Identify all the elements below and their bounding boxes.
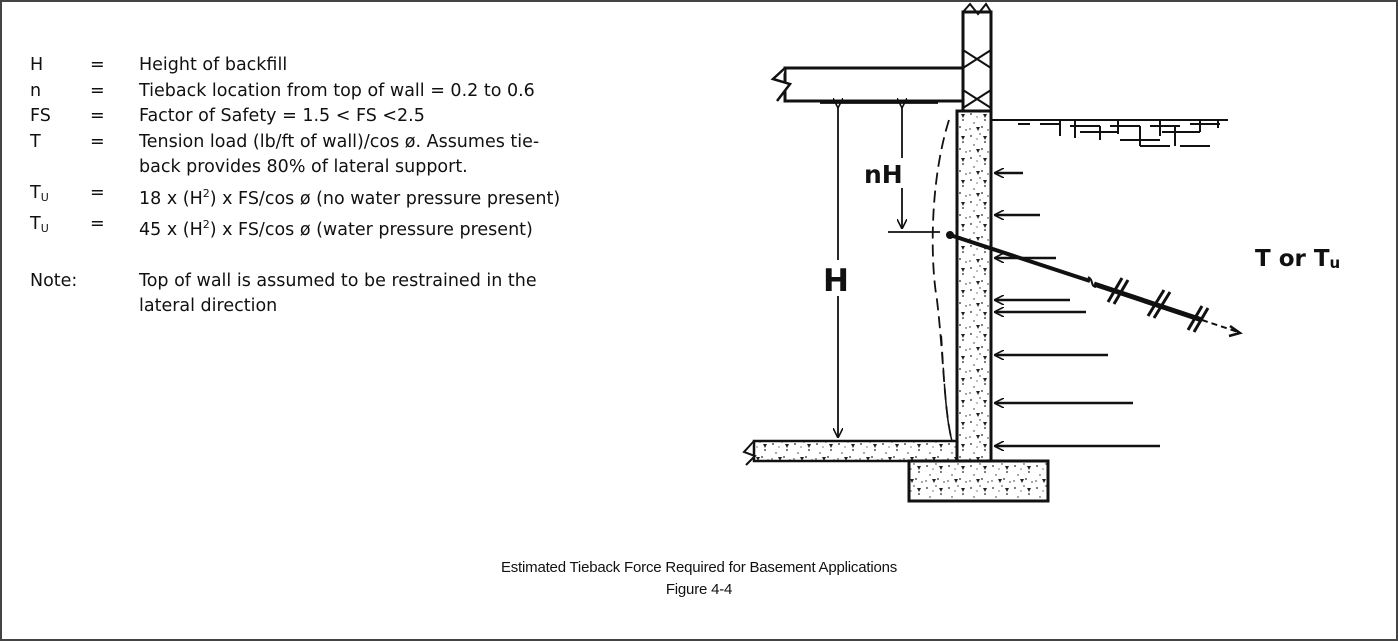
legend-description: Factor of Safety = 1.5 < FS <2.5 (139, 106, 425, 126)
legend-row-fs: FS = Factor of Safety = 1.5 < FS <2.5 (30, 104, 560, 130)
basement-slab (742, 439, 959, 466)
tieback-rod (946, 231, 1243, 338)
symbol-base: T (30, 182, 41, 203)
legend-row-tu-wet: TU = 45 x (H2) x FS/cos ø (water pressur… (30, 212, 560, 244)
formula-part-b: ) x FS/cos ø (water pressure present) (209, 220, 533, 240)
nh-label-background (860, 158, 922, 188)
tension-label-text: T or T (1255, 246, 1330, 272)
legend-equals: = (90, 80, 105, 101)
note-line1: Top of wall is assumed to be restrained … (139, 270, 537, 291)
formula-part-b: ) x FS/cos ø (no water pressure present) (209, 188, 561, 209)
legend-symbol: n (30, 80, 42, 101)
legend-row-tu-dry: TU = 18 x (H2) x FS/cos ø (no water pres… (30, 181, 560, 213)
footing (907, 459, 1050, 503)
pressure-arrows (995, 173, 1160, 446)
deflected-shape (931, 119, 953, 442)
legend-description-line2: back provides 80% of lateral support. (139, 157, 468, 177)
legend-note: Note: Top of wall is assumed to be restr… (30, 269, 560, 320)
legend-row-h: H = Height of backfill (30, 53, 560, 79)
legend-equals: = (90, 131, 105, 152)
symbol-subscript: U (40, 190, 49, 204)
legend-symbol: TU (30, 181, 90, 213)
legend-description: Tieback location from top of wall = 0.2 … (139, 80, 535, 101)
legend-row-n: n = Tieback location from top of wall = … (30, 79, 560, 105)
legend-description: Height of backfill (139, 55, 288, 75)
formula-exponent: 2 (202, 218, 210, 231)
symbol-base: T (30, 214, 41, 234)
legend: H = Height of backfill n = Tieback locat… (30, 53, 560, 320)
legend-equals: = (90, 182, 105, 203)
h-label-background (818, 260, 858, 296)
legend-description-line1: Tension load (lb/ft of wall)/cos ø. Assu… (139, 131, 540, 152)
note-label: Note: (30, 270, 78, 291)
formula-exponent: 2 (202, 186, 210, 200)
ground-surface (991, 119, 1228, 147)
legend-symbol: FS (30, 106, 51, 126)
legend-description: Tension load (lb/ft of wall)/cos ø. Assu… (139, 130, 539, 181)
nh-label: nH (864, 160, 903, 189)
formula-part-a: 45 x (H (139, 220, 203, 240)
legend-equals: = (90, 214, 105, 234)
legend-description: 45 x (H2) x FS/cos ø (water pressure pre… (139, 212, 533, 244)
legend-symbol: H (30, 55, 44, 75)
note-text: Top of wall is assumed to be restrained … (139, 269, 537, 320)
tension-label-subscript: u (1330, 254, 1341, 272)
note-line2: lateral direction (139, 296, 278, 316)
upper-floor (770, 2, 993, 113)
legend-equals: = (90, 55, 105, 75)
legend-equals: = (90, 106, 105, 126)
legend-row-t: T = Tension load (lb/ft of wall)/cos ø. … (30, 130, 560, 181)
figure-caption-number: Figure 4-4 (665, 581, 733, 598)
figure-caption-title: Estimated Tieback Force Required for Bas… (500, 559, 898, 576)
formula-part-a: 18 x (H (139, 188, 203, 209)
foundation-wall (955, 109, 993, 463)
symbol-subscript: U (40, 222, 49, 235)
tension-label: T or Tu (1255, 246, 1340, 272)
h-label: H (823, 263, 849, 299)
legend-symbol: TU (30, 212, 90, 244)
legend-description: 18 x (H2) x FS/cos ø (no water pressure … (139, 181, 560, 213)
legend-symbol: T (30, 131, 41, 152)
